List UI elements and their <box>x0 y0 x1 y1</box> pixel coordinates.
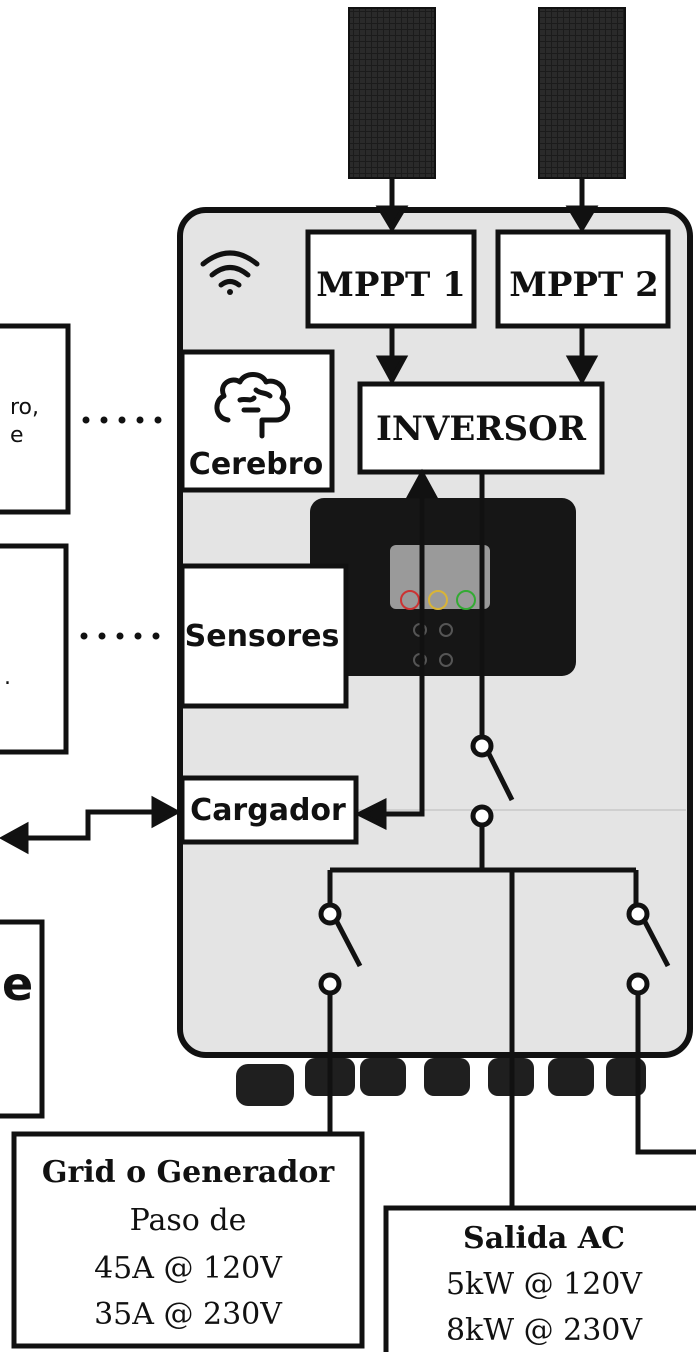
inverter-display <box>310 498 576 676</box>
brain-icon <box>214 372 291 439</box>
arrows-panels <box>375 178 599 233</box>
brain-box: Cerebro <box>179 349 335 493</box>
inverter-box: INVERSOR <box>357 381 605 475</box>
svg-text:35A @ 230V: 35A @ 230V <box>94 1297 283 1332</box>
svg-text:MPPT 2: MPPT 2 <box>509 265 659 305</box>
svg-text:Cargador: Cargador <box>190 793 346 828</box>
inverter-charger-arrow <box>354 468 439 831</box>
svg-text:.: . <box>4 665 11 690</box>
sensors-box: Sensores <box>179 563 349 709</box>
left-box-bottom: e <box>0 919 45 1119</box>
svg-text:Sensores: Sensores <box>185 619 340 654</box>
left-box-top: ro, e <box>0 323 71 515</box>
mppt1-box: MPPT 1 <box>305 229 477 329</box>
svg-text:Grid o Generador: Grid o Generador <box>42 1155 336 1190</box>
solar-panel-icon <box>348 7 436 179</box>
svg-text:Salida AC: Salida AC <box>463 1221 625 1256</box>
svg-text:8kW @ 230V: 8kW @ 230V <box>446 1313 643 1348</box>
svg-text:e: e <box>10 423 24 448</box>
grid-switch <box>318 870 363 1134</box>
svg-text:Paso de: Paso de <box>130 1203 247 1238</box>
svg-text:INVERSOR: INVERSOR <box>376 409 587 449</box>
dotted-connectors <box>80 416 162 640</box>
grid-generator-box: Grid o Generador Paso de 45A @ 120V 35A … <box>11 1131 365 1349</box>
left-box-middle: . <box>0 543 69 755</box>
cable-glands <box>236 1058 646 1106</box>
mppt2-box: MPPT 2 <box>495 229 671 329</box>
solar-panel-icon <box>538 7 626 179</box>
charger-left-arrow <box>0 795 182 855</box>
svg-text:MPPT 1: MPPT 1 <box>316 265 466 305</box>
arrows-mppt <box>375 326 599 386</box>
svg-text:ro,: ro, <box>10 395 39 420</box>
wifi-icon <box>200 250 260 295</box>
charger-box: Cargador <box>179 775 359 845</box>
svg-text:45A @ 120V: 45A @ 120V <box>94 1251 283 1286</box>
svg-text:5kW @ 120V: 5kW @ 120V <box>446 1267 643 1302</box>
output-switch-main <box>330 472 636 873</box>
right-switch <box>626 870 696 1155</box>
svg-text:e: e <box>2 957 33 1011</box>
svg-text:Cerebro: Cerebro <box>189 447 323 482</box>
ac-output-box: Salida AC 5kW @ 120V 8kW @ 230V <box>383 1205 696 1352</box>
